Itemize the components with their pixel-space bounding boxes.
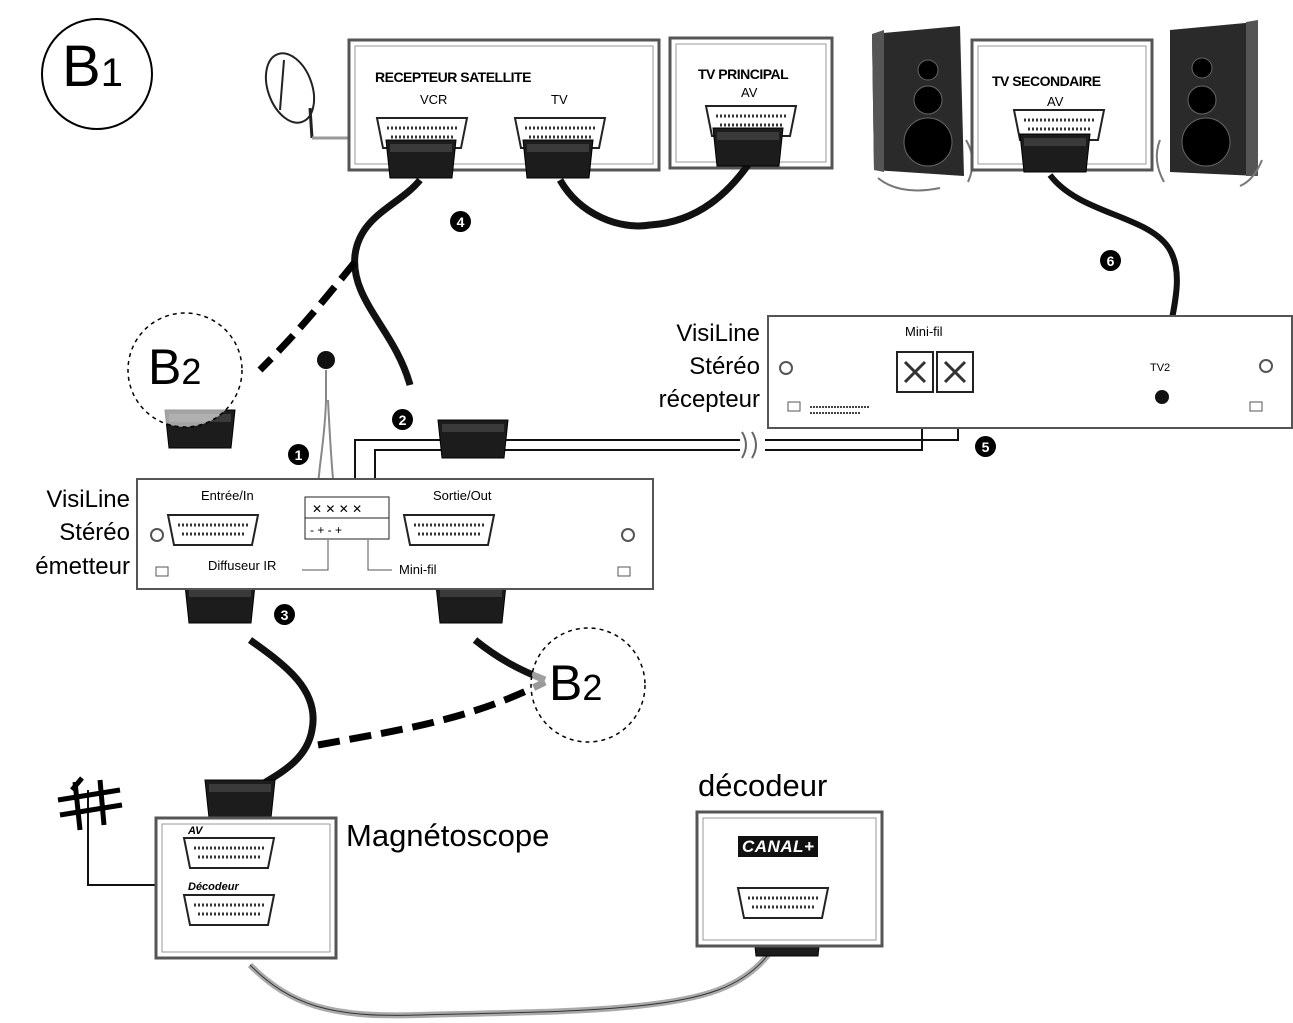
- second-tv-port-label: AV: [1047, 94, 1064, 109]
- step-4-marker: 4: [450, 211, 471, 232]
- emitter-name-line3: émetteur: [35, 553, 130, 580]
- badge-b2-lower: [530, 627, 646, 743]
- step-2-marker: 2: [392, 409, 413, 430]
- left-speaker-icon: [872, 26, 974, 192]
- badge-b2-left-label: B2: [148, 339, 202, 395]
- badge-b1: [41, 18, 153, 130]
- step-1-marker: 1: [288, 444, 309, 465]
- canal-plus-logo: CANAL+: [738, 836, 819, 857]
- svg-text:✕ ✕ ✕ ✕: ✕ ✕ ✕ ✕: [312, 502, 362, 516]
- visiline-receiver: [767, 315, 1293, 429]
- right-speaker-icon: [1155, 20, 1263, 187]
- second-tv-title: TV SECONDAIRE: [992, 73, 1101, 89]
- antenna-icon: [57, 776, 123, 831]
- step-6-marker: 6: [1100, 250, 1121, 271]
- badge-b2-lower-label: B2: [549, 655, 603, 711]
- badge-b1-label: B1: [62, 34, 123, 99]
- satellite-tv-port-label: TV: [551, 92, 568, 107]
- receiver-tv2-label: TV2: [1150, 362, 1171, 374]
- decoder: [695, 810, 884, 948]
- step-3-marker: 3: [274, 604, 295, 625]
- emitter-ir-label: Diffuseur IR: [208, 558, 277, 573]
- vcr: [154, 816, 338, 960]
- satellite-dish-icon: [264, 52, 350, 140]
- emitter-in-label: Entrée/In: [201, 488, 254, 503]
- vcr-av-port-label: AV: [188, 825, 203, 837]
- svg-text:- + - +: - + - +: [310, 523, 342, 537]
- badge-b2-left: [127, 312, 243, 428]
- emitter-name-line2: Stéréo: [59, 519, 130, 546]
- decoder-name: décodeur: [698, 768, 828, 803]
- emitter-name-line1: VisiLine: [46, 486, 130, 513]
- satellite-vcr-port-label: VCR: [420, 92, 448, 107]
- main-tv-title: TV PRINCIPAL: [698, 66, 789, 82]
- main-tv-port-label: AV: [741, 85, 758, 100]
- emitter-minifil-label: Mini-fil: [399, 562, 437, 577]
- receiver-minifil-label: Mini-fil: [905, 324, 943, 339]
- vcr-name: Magnétoscope: [346, 818, 550, 853]
- receiver-name-line2: Stéréo: [689, 353, 760, 380]
- vcr-decoder-port-label: Décodeur: [188, 881, 239, 893]
- emitter-out-label: Sortie/Out: [433, 488, 492, 503]
- receiver-name-line3: récepteur: [658, 386, 760, 413]
- receiver-name-line1: VisiLine: [676, 320, 760, 347]
- satellite-receiver-title: RECEPTEUR SATELLITE: [375, 69, 531, 85]
- step-5-marker: 5: [975, 436, 996, 457]
